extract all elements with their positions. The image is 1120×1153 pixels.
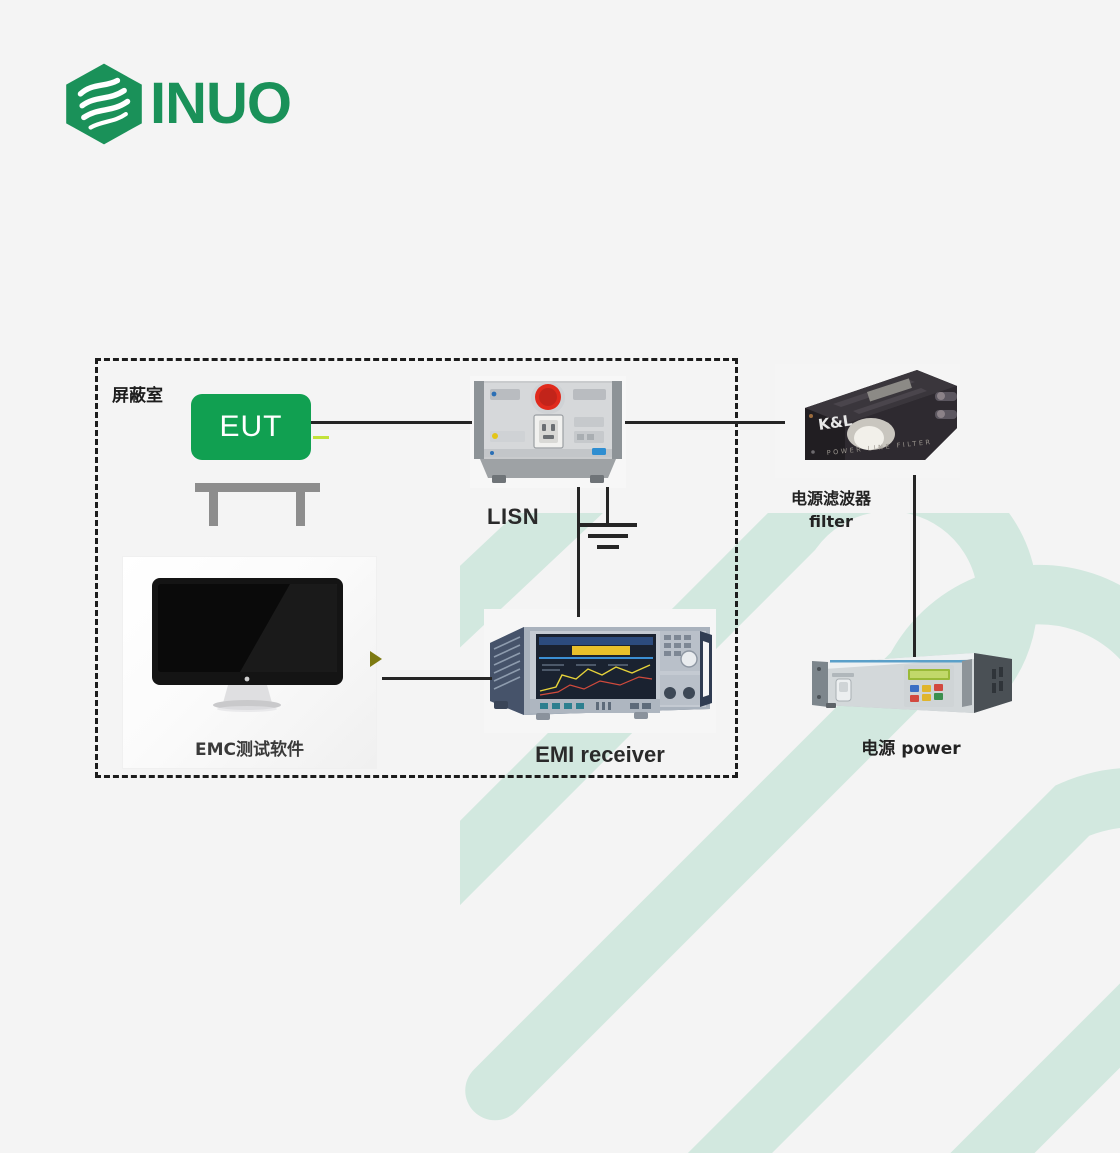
wire-lisn-to-filter xyxy=(625,421,785,424)
svg-text:K&L: K&L xyxy=(817,411,854,434)
wire-lisn-to-emi-receiver xyxy=(577,487,580,617)
earth-ground-icon xyxy=(606,487,609,524)
emi-receiver-label: EMI receiver xyxy=(535,742,665,767)
test-table-leg-left xyxy=(209,492,218,526)
brand-name: INUO xyxy=(150,71,292,136)
filter-label: 电源滤波器 filter xyxy=(764,487,898,533)
wire-software-to-emi-receiver xyxy=(382,677,492,680)
filter-label-cn: 电源滤波器 xyxy=(790,489,871,508)
lisn-label: LISN xyxy=(487,504,540,529)
brand-logo: INUO xyxy=(62,62,292,146)
eut-cable-stub xyxy=(313,436,329,439)
desktop-monitor-photo-icon xyxy=(152,578,343,712)
shielded-room-label: 屏蔽室 xyxy=(112,386,163,406)
test-table-top xyxy=(195,483,320,492)
power-line-filter-photo-icon: K&L POWER LINE FILTER xyxy=(775,364,960,478)
power-supply-label: 电源 power xyxy=(861,739,961,759)
inuo-wave-hexagon-logo-icon xyxy=(66,63,142,145)
eut-node: EUT xyxy=(191,394,311,460)
software-cable-connector-icon xyxy=(370,651,382,667)
wire-eut-to-lisn xyxy=(311,421,472,424)
emc-software-label: EMC测试软件 xyxy=(194,740,304,760)
rack-power-supply-photo-icon xyxy=(812,653,1012,713)
emi-receiver-instrument-photo-icon xyxy=(484,609,716,733)
wire-filter-to-power xyxy=(913,475,916,657)
filter-label-en: filter xyxy=(809,512,853,532)
ground-bar-3 xyxy=(597,545,619,549)
ground-bar-1 xyxy=(578,523,637,527)
test-table-leg-right xyxy=(296,492,305,526)
eut-label: EUT xyxy=(219,410,283,443)
lisn-instrument-photo-icon xyxy=(470,376,626,488)
ground-bar-2 xyxy=(588,534,628,538)
